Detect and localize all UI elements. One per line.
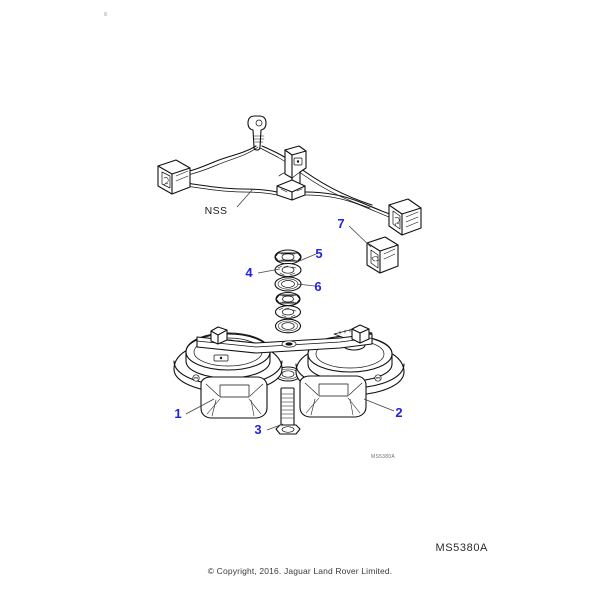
- copyright-notice: © Copyright, 2016. Jaguar Land Rover Lim…: [207, 566, 393, 576]
- mounting-bolt-item3: [275, 387, 301, 435]
- hex-nut-item5: [274, 249, 302, 265]
- leader-7: [348, 225, 372, 248]
- callout-label-nss: NSS: [205, 205, 228, 217]
- bracket-fixing-left: [210, 326, 228, 345]
- bracket-fixing-right: [351, 324, 370, 344]
- callout-label-3: 3: [254, 422, 261, 437]
- harness-centre-bracket: [276, 145, 307, 201]
- leader-3: [266, 423, 284, 431]
- callout-label-6: 6: [314, 279, 321, 294]
- connector-left: [157, 159, 191, 195]
- leader-nss: [236, 188, 254, 208]
- flat-washer-item6: [274, 276, 302, 292]
- twin-horn-assembly-group: [173, 324, 405, 435]
- connector-item-7: [366, 236, 399, 274]
- flat-washer-lower: [274, 318, 302, 334]
- leader-2: [363, 398, 395, 412]
- callout-label-5: 5: [315, 246, 322, 261]
- callout-label-7: 7: [337, 216, 344, 231]
- wiring-harness-group: [157, 115, 422, 274]
- page-speck: [104, 12, 107, 16]
- drawing-watermark: MS5380A: [371, 454, 395, 460]
- callout-label-1: 1: [174, 406, 181, 421]
- lock-washer-item4: [274, 262, 302, 278]
- connector-right-upper: [388, 198, 422, 236]
- callout-label-4: 4: [245, 265, 253, 280]
- hex-nut-lower: [275, 291, 301, 307]
- callout-leaders: [185, 188, 395, 431]
- ring-terminal-icon: [247, 115, 267, 151]
- mounting-bracket: [196, 324, 373, 354]
- drawing-code: MS5380A: [435, 542, 488, 554]
- leader-6: [296, 283, 316, 287]
- leader-5: [296, 253, 317, 263]
- leader-4: [257, 268, 281, 274]
- lock-washer-lower: [274, 305, 302, 319]
- fastener-stack-group: [274, 249, 302, 382]
- leader-1: [185, 398, 215, 415]
- callout-label-2: 2: [395, 405, 402, 420]
